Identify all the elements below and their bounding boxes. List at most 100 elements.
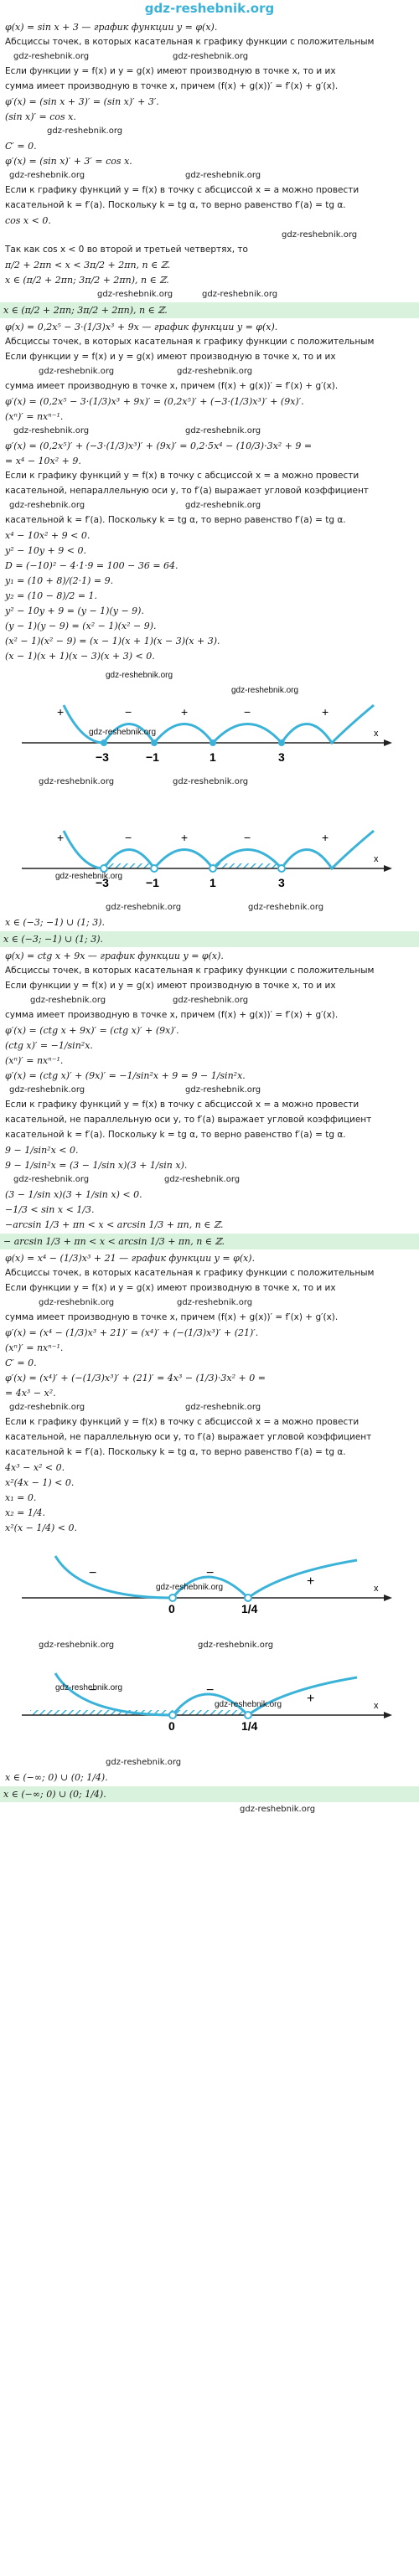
section-1: φ(x) = sin x + 3 — график функции y = φ(… <box>0 21 419 318</box>
sign-label: − <box>244 831 251 844</box>
formula-line: π/2 + 2πn < x < 3π/2 + 2πn, n ∈ ℤ. <box>5 260 171 270</box>
sign-label: − <box>244 705 251 719</box>
text-line: Если функции y = f(x) и y = g(x) имеют п… <box>5 66 336 76</box>
sign-label: + <box>307 1692 314 1706</box>
sign-label: + <box>307 1574 314 1589</box>
watermark: gdz-reshebnik.org <box>97 290 173 299</box>
point-marker <box>150 864 158 873</box>
watermark: gdz-reshebnik.org <box>106 1758 182 1767</box>
section-3: φ(x) = ctg x + 9x — график функции y = φ… <box>0 950 419 1249</box>
formula-line: −1/3 < sin x < 1/3. <box>5 1204 95 1215</box>
watermark: gdz-reshebnik.org <box>240 1805 316 1814</box>
watermark: gdz-reshebnik.org <box>9 1085 85 1095</box>
answer-box: − arcsin 1/3 + πn < x < arcsin 1/3 + πn,… <box>0 1234 419 1249</box>
watermark: gdz-reshebnik.org <box>164 1175 241 1184</box>
point-label: 1/4 <box>241 1602 258 1615</box>
point-label: −3 <box>96 876 109 889</box>
formula-line: x ∈ (−∞; 0) ∪ (0; 1/4). <box>5 1772 108 1783</box>
formula-line: (xⁿ)′ = nxⁿ⁻¹. <box>5 411 64 422</box>
text-line: касательной, непараллельную оси y, то f′… <box>5 486 369 496</box>
point-marker <box>100 864 108 873</box>
watermark-row: gdz-reshebnik.org gdz-reshebnik.org <box>5 170 414 182</box>
formula-line: 4x³ − x² < 0. <box>5 1462 65 1473</box>
watermark: gdz-reshebnik.org <box>185 501 261 510</box>
watermark: gdz-reshebnik.org <box>173 52 249 61</box>
formula-line: φ′(x) = (ctg x + 9x)′ = (ctg x)′ + (9x)′… <box>5 1025 179 1036</box>
answer-box: x ∈ (−∞; 0) ∪ (0; 1/4). <box>0 1786 419 1802</box>
text-line: касательной, не параллельную оси y, то f… <box>5 1432 372 1442</box>
site-header: gdz-reshebnik.org <box>0 0 419 18</box>
watermark: gdz-reshebnik.org <box>282 230 358 240</box>
sign-label: − <box>206 1566 214 1580</box>
axis-label: x <box>374 729 379 739</box>
watermark: gdz-reshebnik.org <box>106 903 182 912</box>
text-line: касательной, не параллельную оси y, то f… <box>5 1115 372 1125</box>
watermark: gdz-reshebnik.org <box>9 171 85 180</box>
watermark-row: gdz-reshebnik.org gdz-reshebnik.org <box>5 902 414 914</box>
watermark: gdz-reshebnik.org <box>185 171 261 180</box>
formula-line: = 4x³ − x². <box>5 1388 56 1399</box>
point-label: −3 <box>96 750 109 764</box>
watermark: gdz-reshebnik.org <box>13 52 90 61</box>
sign-label: − <box>89 1566 96 1580</box>
watermark: gdz-reshebnik.org <box>39 777 115 786</box>
text-line: касательной k = f′(a). Поскольку k = tg … <box>5 515 346 525</box>
watermark: gdz-reshebnik.org <box>173 996 249 1005</box>
watermark: gdz-reshebnik.org <box>47 126 123 136</box>
formula-line: (y − 1)(y − 9) = (x² − 1)(x² − 9). <box>5 621 157 631</box>
formula-line: φ′(x) = (0,2x⁵ − 3·(1/3)x³ + 9x)′ = (0,2… <box>5 396 304 407</box>
point-label: 3 <box>278 750 285 764</box>
watermark: gdz-reshebnik.org <box>55 1683 122 1692</box>
formula-line: x²(4x − 1) < 0. <box>5 1477 75 1488</box>
answer-box: x ∈ (−3; −1) ∪ (1; 3). <box>0 931 419 947</box>
formula-line: y₂ = (10 − 8)/2 = 1. <box>5 590 98 601</box>
point-marker <box>244 1711 252 1719</box>
watermark: gdz-reshebnik.org <box>30 996 106 1005</box>
sign-arcs <box>54 1672 358 1717</box>
section-4: φ(x) = x⁴ − (1/3)x³ + 21 — график функци… <box>0 1252 419 1816</box>
formula-line: φ′(x) = (ctg x)′ + (9x)′ = −1/sin²x + 9 … <box>5 1070 246 1081</box>
text-line: касательной k = f′(a). Поскольку k = tg … <box>5 1130 346 1140</box>
sign-label: + <box>57 831 64 844</box>
watermark: gdz-reshebnik.org <box>248 903 324 912</box>
formula-line: φ′(x) = (sin x)′ + 3′ = cos x. <box>5 156 132 167</box>
formula-line: cos x < 0. <box>5 215 51 226</box>
text-line: сумма имеет производную в точке x, приче… <box>5 81 339 91</box>
text-line: Абсциссы точек, в которых касательная к … <box>5 337 375 347</box>
sign-label: − <box>125 831 132 844</box>
axis-arrow-icon <box>384 739 392 746</box>
watermark: gdz-reshebnik.org <box>89 728 156 737</box>
text-line: Абсциссы точек, в которых касательная к … <box>5 966 375 976</box>
interval-diagram-2-shaded: 0 1/4 − − + x gdz-reshebnik.org gdz-resh… <box>22 1672 392 1733</box>
formula-line: x₁ = 0. <box>5 1492 37 1503</box>
formula-line: φ(x) = x⁴ − (1/3)x³ + 21 — график функци… <box>5 1253 256 1264</box>
text-line: φ(x) = sin x + 3 — график функции y = φ(… <box>5 22 218 33</box>
point-label: 1 <box>210 750 216 764</box>
formula-line: (x² − 1)(x² − 9) = (x − 1)(x + 1)(x − 3)… <box>5 636 220 647</box>
text-line: Если к графику функций y = f(x) в точку … <box>5 1100 360 1110</box>
watermark: gdz-reshebnik.org <box>215 1700 282 1709</box>
watermark: gdz-reshebnik.org <box>13 1175 90 1184</box>
watermark-row: gdz-reshebnik.org <box>5 1757 414 1769</box>
number-line-figure-1: −3 −1 1 3 + − + − + x gdz-reshebnik.org … <box>5 667 414 771</box>
formula-line: φ(x) = ctg x + 9x — график функции y = φ… <box>5 951 224 961</box>
hatched-interval <box>104 863 154 868</box>
formula-line: (3 − 1/sin x)(3 + 1/sin x) < 0. <box>5 1189 142 1200</box>
watermark-row: gdz-reshebnik.org <box>5 229 414 241</box>
formula-line: C′ = 0. <box>5 1358 37 1368</box>
formula-line: φ′(x) = (0,2x⁵)′ + (−3·(1/3)x³)′ + (9x)′… <box>5 440 313 451</box>
watermark: gdz-reshebnik.org <box>55 872 122 881</box>
interval-diagram-1: −3 −1 1 3 + − + − + x gdz-reshebnik.org … <box>22 671 392 764</box>
sign-label: − <box>89 1683 96 1698</box>
watermark-row: gdz-reshebnik.org <box>5 1804 414 1816</box>
watermark: gdz-reshebnik.org <box>177 367 253 376</box>
watermark: gdz-reshebnik.org <box>39 1298 115 1307</box>
axis-label: x <box>374 854 379 864</box>
point-marker <box>278 739 285 746</box>
text-line: Если функции y = f(x) и y = g(x) имеют п… <box>5 352 336 362</box>
watermark: gdz-reshebnik.org <box>185 426 261 435</box>
point-marker <box>168 1711 177 1719</box>
watermark: gdz-reshebnik.org <box>13 426 90 435</box>
